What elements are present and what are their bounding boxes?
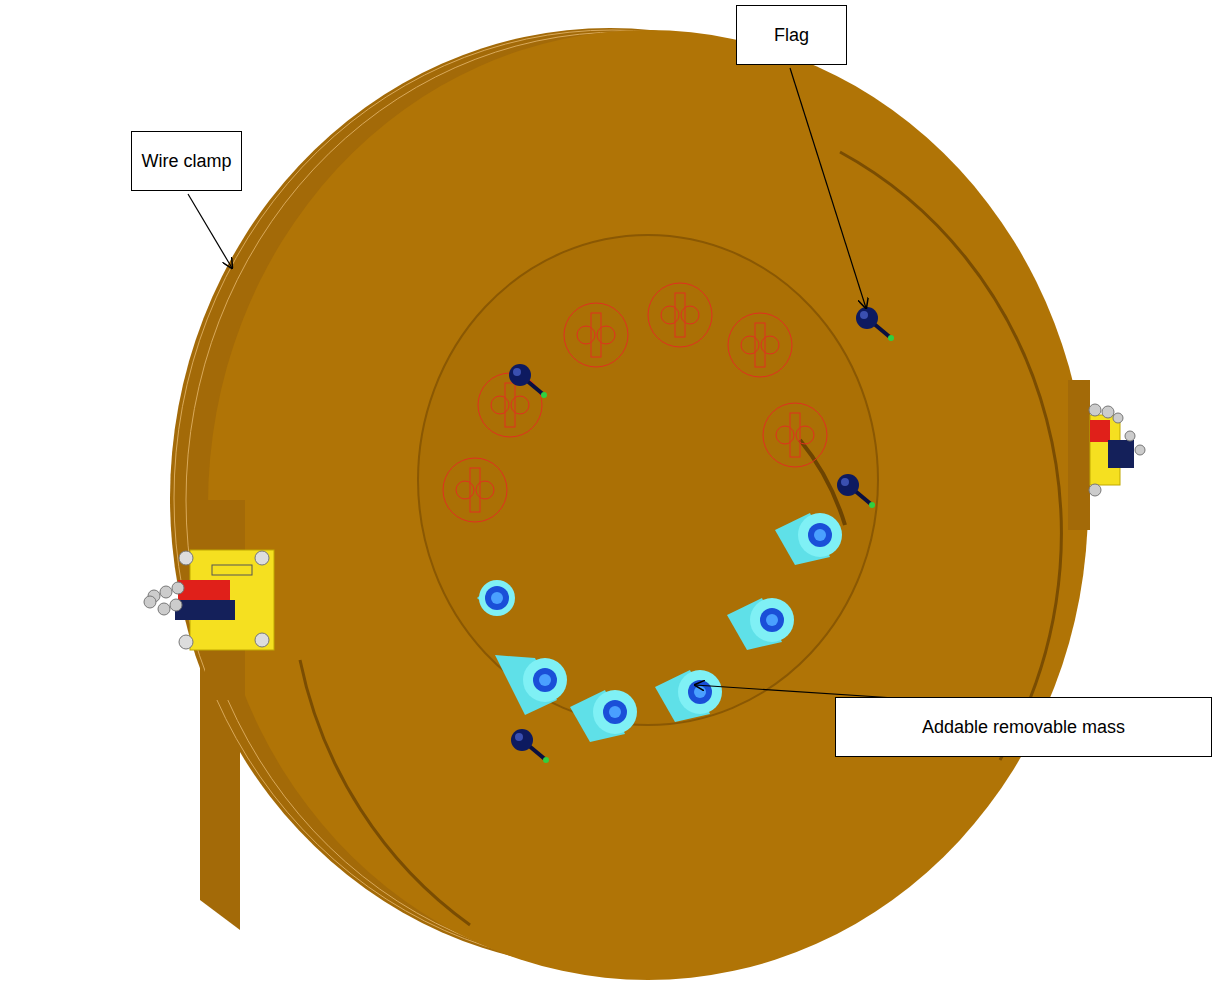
leader-lines (188, 68, 895, 698)
callout-label: Wire clamp (141, 150, 231, 172)
wire-clamp-left (144, 550, 274, 650)
callout-label: Addable removable mass (922, 716, 1125, 738)
callout-box: Addable removable mass (835, 697, 1212, 757)
inner-recess (418, 235, 878, 725)
removable-masses (477, 513, 842, 742)
hidden-holders (443, 283, 827, 522)
callout-label: Flag (774, 24, 809, 46)
callout-box: Flag (736, 5, 847, 65)
disk-face (208, 30, 1088, 980)
flags (509, 307, 894, 763)
callout-box: Wire clamp (131, 131, 242, 191)
wire-clamp-right (1089, 404, 1145, 496)
